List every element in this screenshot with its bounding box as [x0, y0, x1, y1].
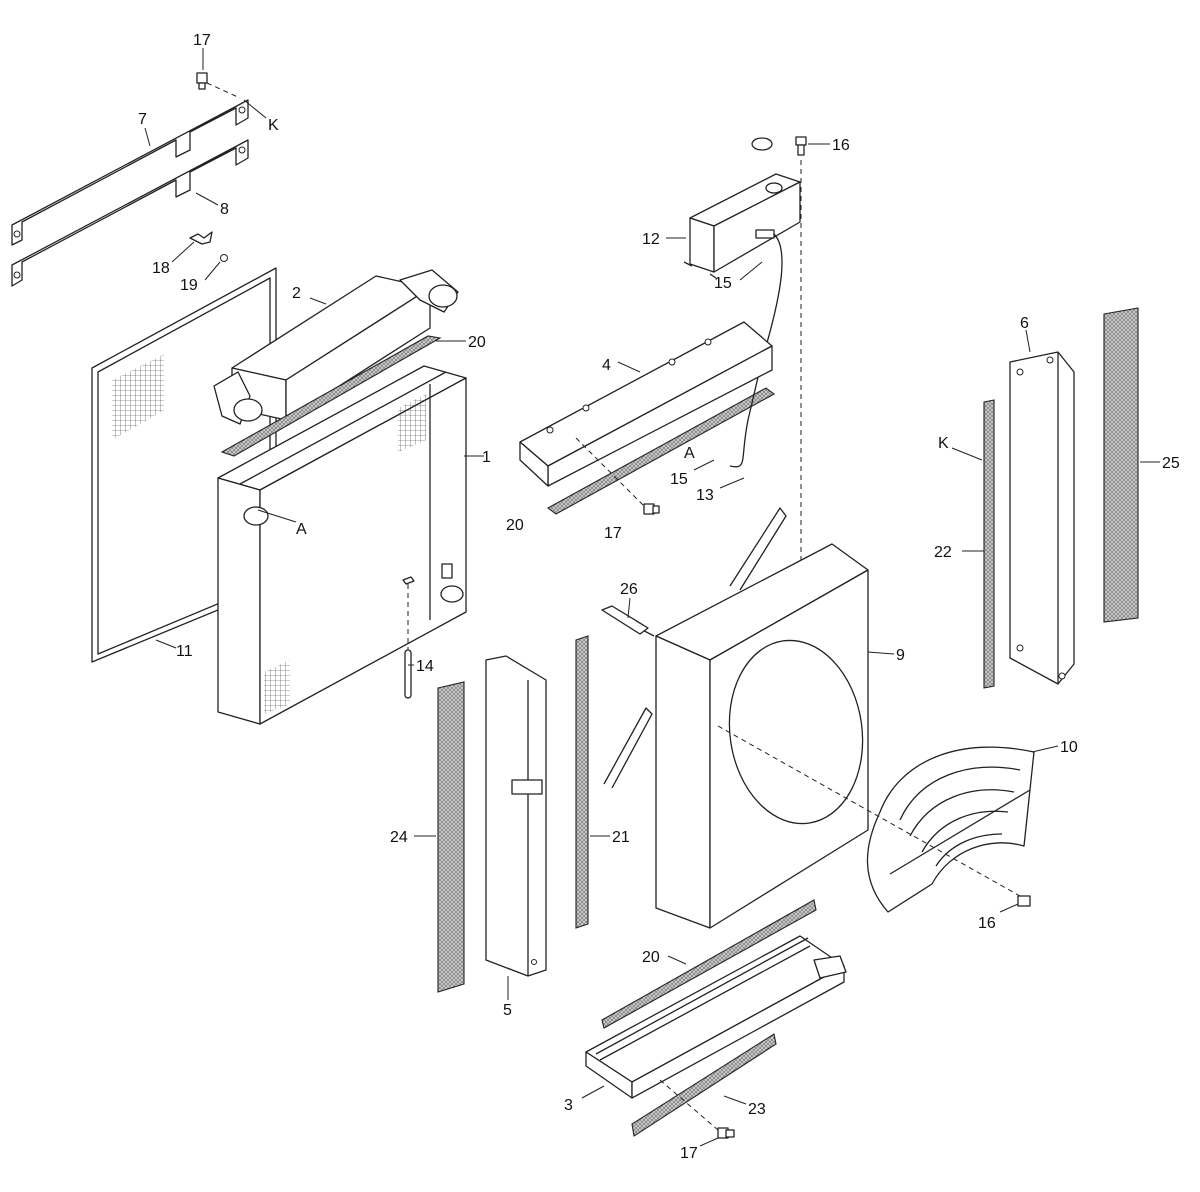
pin-14 — [402, 576, 415, 699]
callout-8: 8 — [220, 201, 229, 218]
foam-strip-22 — [983, 399, 995, 689]
shroud-bracket-4 — [519, 321, 773, 487]
callout-24: 24 — [390, 829, 408, 846]
foam-strip-20-b — [546, 387, 776, 515]
callout-9: 9 — [896, 647, 905, 664]
bolt-16-bottom — [1017, 895, 1031, 907]
callout-17: 17 — [193, 32, 211, 49]
callout-K: K — [268, 117, 279, 134]
aftercooler-2 — [213, 269, 459, 425]
callout-17: 17 — [604, 525, 622, 542]
callout-16: 16 — [978, 915, 996, 932]
radiator-1 — [217, 365, 467, 725]
callout-7: 7 — [138, 111, 147, 128]
callout-26: 26 — [620, 581, 638, 598]
foam-strip-23 — [631, 1033, 777, 1137]
wing-bolt-18 — [189, 231, 228, 262]
bolt-17-bottom — [659, 1079, 735, 1139]
callout-15: 15 — [670, 471, 688, 488]
callout-18: 18 — [152, 260, 170, 277]
callout-16: 16 — [832, 137, 850, 154]
foam-block-25 — [1103, 307, 1139, 623]
bracket-7 — [11, 99, 249, 246]
callout-A: A — [296, 521, 307, 538]
rod-26 — [601, 605, 649, 635]
bracket-8 — [11, 139, 249, 287]
callout-12: 12 — [642, 231, 660, 248]
callout-10: 10 — [1060, 739, 1078, 756]
reservoir-tank-12 — [683, 137, 801, 468]
foam-strip-20-a — [220, 335, 442, 457]
callout-21: 21 — [612, 829, 630, 846]
callout-19: 19 — [180, 277, 198, 294]
callout-A: A — [684, 445, 695, 462]
foam-block-24 — [437, 681, 465, 993]
callout-14: 14 — [416, 658, 434, 675]
callout-23: 23 — [748, 1101, 766, 1118]
fan-guard-10 — [866, 746, 1035, 913]
callout-17: 17 — [680, 1145, 698, 1162]
callout-3: 3 — [564, 1097, 573, 1114]
callout-15: 15 — [714, 275, 732, 292]
callout-22: 22 — [934, 544, 952, 561]
callout-1: 1 — [482, 449, 491, 466]
base-bracket-3 — [585, 935, 847, 1099]
foam-strip-20-c — [601, 899, 817, 1029]
callout-11: 11 — [176, 643, 193, 660]
callout-labels: 17 K 7 8 18 19 2 20 1 A 11 14 16 12 15 4… — [138, 32, 1180, 1162]
callout-6: 6 — [1020, 315, 1029, 332]
bolt-17-mid — [575, 437, 660, 515]
callout-4: 4 — [602, 357, 611, 374]
bolt-17-top — [196, 72, 241, 99]
side-plate-5 — [485, 655, 547, 977]
leader-lines — [144, 48, 1160, 1147]
foam-strip-21 — [575, 635, 589, 929]
callout-25: 25 — [1162, 455, 1180, 472]
callout-K: K — [938, 435, 949, 452]
callout-20: 20 — [506, 517, 524, 534]
fan-shroud-9 — [603, 507, 1021, 929]
callout-5: 5 — [503, 1002, 512, 1019]
callout-20: 20 — [468, 334, 486, 351]
callout-13: 13 — [696, 487, 714, 504]
bolt-16-top — [795, 136, 807, 156]
callout-2: 2 — [292, 285, 301, 302]
side-plate-6 — [1009, 351, 1075, 685]
callout-20: 20 — [642, 949, 660, 966]
